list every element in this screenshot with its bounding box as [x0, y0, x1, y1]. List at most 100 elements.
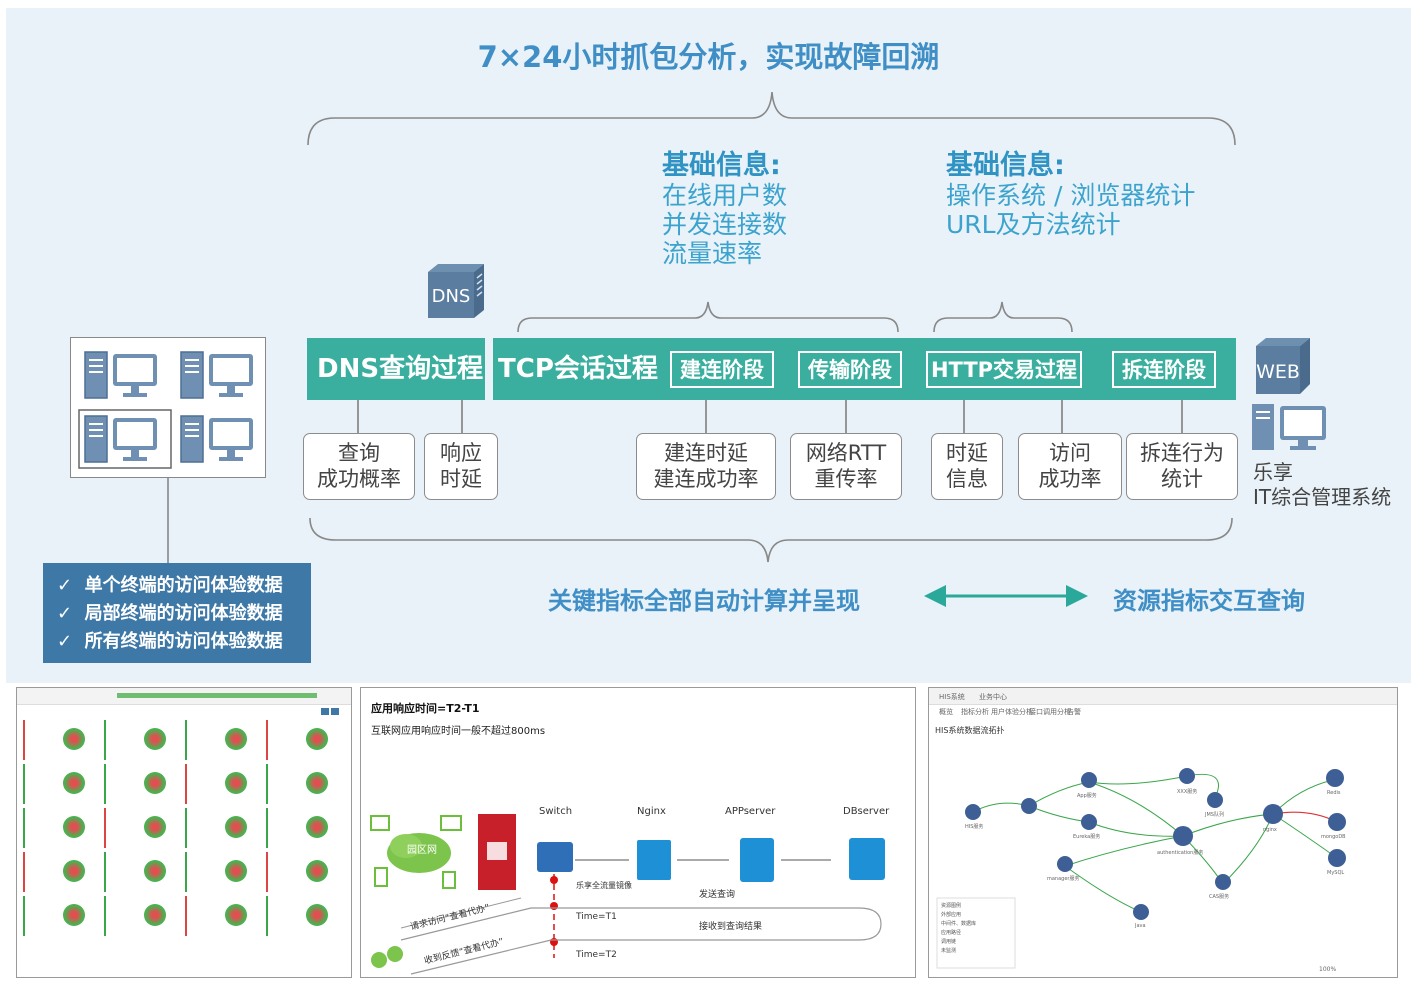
- dashboard-card: [104, 720, 181, 760]
- check-icon: ✓: [57, 575, 73, 596]
- metric-line: 访问: [1049, 441, 1091, 465]
- terminal-data-list: ✓ 单个终端的访问体验数据 ✓ 局部终端的访问体验数据 ✓ 所有终端的访问体验数…: [43, 563, 311, 663]
- topo-node-label: manager服务: [1047, 876, 1080, 882]
- dashboard-card: [185, 896, 262, 936]
- web-server-icon: WEB: [1252, 336, 1312, 396]
- dashboard-card: [104, 764, 181, 804]
- pc-icon: [1252, 404, 1330, 452]
- metric-box: 拆连行为 统计: [1126, 433, 1238, 500]
- check-label: 局部终端的访问体验数据: [84, 603, 283, 624]
- hex-status-icon: [225, 816, 247, 838]
- dashboard-card: [266, 808, 343, 848]
- menu-item[interactable]: 用户体验分析: [991, 708, 1033, 716]
- metric-line: 响应: [440, 441, 482, 465]
- interactive-query-caption: 资源指标交互查询: [1113, 587, 1305, 615]
- dashboard-card: [185, 852, 262, 892]
- topo-node-label: nginx: [1263, 827, 1277, 833]
- receive-result-label: 接收到查询结果: [699, 922, 763, 932]
- metric-line: 建连时延: [664, 441, 748, 465]
- metric-line: 成功概率: [317, 467, 401, 491]
- topo-node-label: Eureka服务: [1073, 834, 1101, 840]
- legend-item: 未监测: [941, 948, 957, 954]
- web-icon-label: WEB: [1256, 361, 1300, 383]
- http-info-line: 操作系统 / 浏览器统计: [946, 181, 1196, 210]
- dashboard-card: [185, 764, 262, 804]
- tab-business[interactable]: 业务中心: [979, 693, 1007, 701]
- dashboard-card: [185, 720, 262, 760]
- hex-status-icon: [225, 904, 247, 926]
- diagram-title: 7×24小时抓包分析，实现故障回溯: [477, 40, 940, 74]
- tcp-info-line: 在线用户数: [662, 181, 788, 210]
- dashboard-card: [23, 896, 100, 936]
- topo-node-label: App服务: [1077, 793, 1097, 799]
- hex-status-icon: [225, 772, 247, 794]
- system-name-line: IT综合管理系统: [1253, 485, 1392, 509]
- http-brace: [933, 301, 1073, 333]
- topology-thumbnail: HIS系统 业务中心 概览 指标分析 用户体验分析 接口调用分析 告警 HIS系…: [928, 687, 1398, 978]
- double-arrow-icon: [924, 585, 1088, 607]
- zoom-level: 100%: [1319, 966, 1337, 973]
- metric-box: 查询 成功概率: [303, 433, 415, 500]
- park-network-label: 园区网: [407, 845, 437, 856]
- tcp-brace: [517, 301, 899, 333]
- dbserver-icon: [849, 838, 885, 880]
- dashboard-card: [23, 720, 100, 760]
- response-time-thumbnail: 应用响应时间=T2-T1 互联网应用响应时间一般不超过800ms: [360, 687, 916, 978]
- metric-line: 建连成功率: [653, 467, 759, 491]
- menu-item[interactable]: 告警: [1067, 708, 1081, 716]
- computer-icon: [78, 351, 254, 469]
- system-name: 乐享 IT综合管理系统: [1253, 460, 1391, 510]
- time-t2-label: Time=T2: [576, 950, 617, 960]
- topo-node-label: authentication服务: [1157, 850, 1204, 856]
- menu-item[interactable]: 接口调用分析: [1029, 708, 1071, 716]
- switch-icon: [537, 842, 573, 872]
- response-subtitle: 互联网应用响应时间一般不超过800ms: [371, 726, 546, 737]
- dns-icon-label: DNS: [431, 286, 471, 307]
- menu-item[interactable]: 指标分析: [961, 708, 989, 716]
- dns-process-label: DNS查询过程: [317, 354, 484, 384]
- hex-status-icon: [144, 728, 166, 750]
- metric-box: 建连时延 建连成功率: [636, 433, 776, 500]
- http-info-heading: 基础信息:: [946, 150, 1065, 181]
- metric-line: 网络RTT: [805, 441, 887, 465]
- hex-status-icon: [306, 816, 328, 838]
- metric-line: 查询: [338, 441, 380, 465]
- dns-process-bar: DNS查询过程: [307, 338, 485, 400]
- appserver-icon: [740, 838, 774, 882]
- menu-item[interactable]: 概览: [939, 708, 953, 716]
- hex-status-icon: [144, 816, 166, 838]
- metric-line: 时延: [440, 467, 482, 491]
- send-query-label: 发送查询: [699, 890, 736, 900]
- topo-node-label: XXX服务: [1177, 789, 1198, 795]
- check-item: ✓ 单个终端的访问体验数据: [57, 572, 311, 600]
- terminals-box: [70, 337, 266, 478]
- dashboard-card: [185, 808, 262, 848]
- hex-status-icon: [225, 728, 247, 750]
- hex-status-icon: [306, 860, 328, 882]
- hex-status-icon: [63, 904, 85, 926]
- mirror-label: 乐享全流量镜像: [576, 881, 632, 890]
- hex-status-icon: [144, 860, 166, 882]
- hex-status-icon: [144, 772, 166, 794]
- tab-his[interactable]: HIS系统: [939, 693, 965, 701]
- topo-node-label: HIS服务: [965, 824, 984, 830]
- legend-item: 外部应用: [941, 912, 962, 918]
- stage-http: HTTP交易过程: [926, 351, 1082, 388]
- stage-disconnect: 拆连阶段: [1112, 351, 1216, 388]
- response-flow-diagram: [370, 814, 885, 975]
- hex-status-icon: [63, 772, 85, 794]
- dashboard-card: [266, 720, 343, 760]
- topo-node-label: JMS队列: [1205, 812, 1224, 818]
- topology-tabbar: HIS系统 业务中心: [929, 688, 1397, 705]
- legend-item: 调用链: [941, 939, 957, 945]
- topology-menu: 概览 指标分析 用户体验分析 接口调用分析 告警: [929, 705, 1397, 717]
- tcp-info-line: 流量速率: [662, 239, 763, 268]
- metric-box: 访问 成功率: [1018, 433, 1122, 500]
- panel-title: HIS系统数据流拓扑: [935, 726, 1005, 735]
- hex-status-icon: [306, 904, 328, 926]
- metric-line: 时延: [946, 441, 988, 465]
- tcp-info-heading: 基础信息:: [662, 150, 781, 181]
- bottom-brace: [309, 517, 1233, 563]
